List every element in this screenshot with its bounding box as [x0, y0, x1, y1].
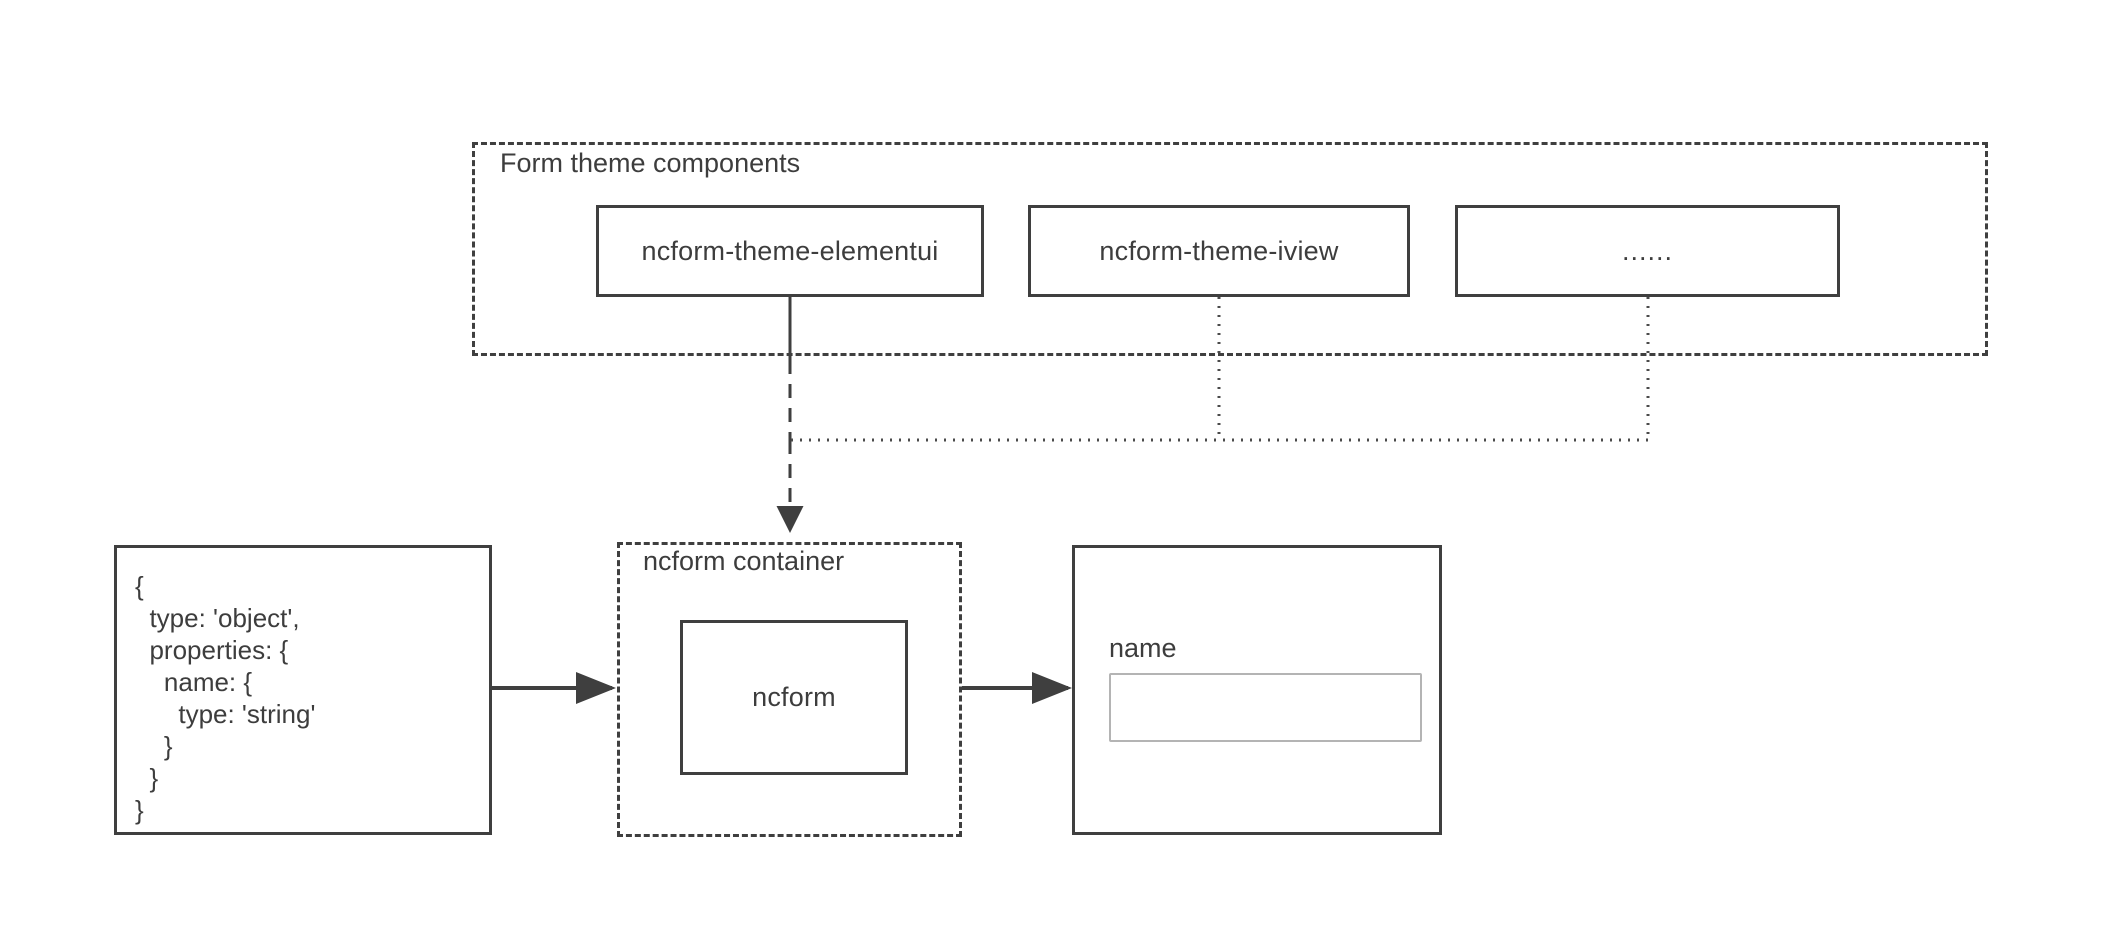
schema-code-line: type: 'string' [135, 699, 316, 729]
theme-box-iview[interactable]: ncform-theme-iview [1028, 205, 1410, 297]
ncform-container-group [617, 542, 962, 837]
theme-box-more-label: ...... [1621, 235, 1673, 266]
schema-code-line: properties: { [135, 635, 289, 665]
theme-box-iview-label: ncform-theme-iview [1099, 235, 1339, 266]
form-preview-box: name [1072, 545, 1442, 835]
form-theme-components-group [472, 142, 1988, 356]
theme-box-more[interactable]: ...... [1455, 205, 1840, 297]
schema-code-line: { [135, 571, 144, 601]
form-theme-components-label: Form theme components [494, 150, 807, 177]
ncform-container-label: ncform container [637, 548, 851, 575]
ncform-box[interactable]: ncform [680, 620, 908, 775]
form-field-name-input[interactable] [1109, 673, 1422, 742]
theme-box-elementui[interactable]: ncform-theme-elementui [596, 205, 984, 297]
form-field-label: name [1109, 633, 1177, 663]
schema-code-line: } [135, 795, 144, 825]
schema-code-line: type: 'object', [135, 603, 300, 633]
theme-box-elementui-label: ncform-theme-elementui [641, 235, 939, 266]
schema-code-line: } [135, 763, 159, 793]
schema-code-line: } [135, 731, 173, 761]
ncform-box-label: ncform [752, 682, 836, 712]
schema-code-line: name: { [135, 667, 253, 697]
schema-code-box: { type: 'object', properties: { name: { … [114, 545, 492, 835]
